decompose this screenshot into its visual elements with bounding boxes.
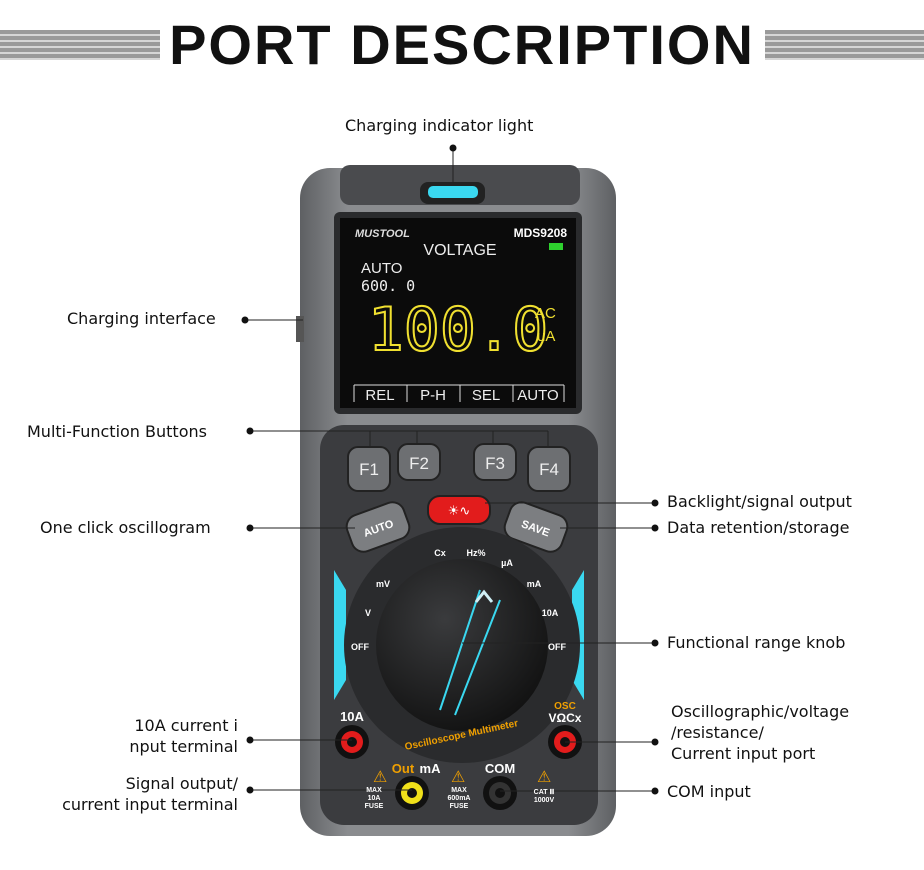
charging-indicator-light [428, 186, 478, 198]
fuse1-line3: FUSE [365, 803, 384, 810]
warning-icon: ⚠ [537, 767, 551, 786]
softkey-rel: REL [365, 387, 394, 404]
dial-ma: mA [527, 579, 542, 589]
model-number: MDS9208 [514, 226, 568, 240]
callout-osc-port-line2: /resistance/ [671, 723, 764, 742]
knob-pointer-icon [474, 589, 494, 603]
callout-signal-output-line1: Signal output/ [125, 774, 238, 793]
battery-icon [549, 243, 563, 250]
callout-backlight: Backlight/signal output [667, 492, 852, 511]
screen-unit-type: AC [535, 305, 556, 322]
f3-button[interactable] [473, 443, 517, 481]
dial-10a: 10A [542, 608, 559, 618]
fuse1-line2: 10A [368, 795, 381, 802]
charging-port [296, 316, 304, 342]
f2-button[interactable] [397, 443, 441, 481]
dial-cx: Cx [434, 548, 446, 558]
f4-label: F4 [539, 460, 559, 479]
softkey-auto: AUTO [517, 387, 558, 404]
f1-label: F1 [359, 460, 379, 479]
page-title: PORT DESCRIPTION [169, 13, 755, 76]
fuse2-line2: 600mA [448, 795, 471, 802]
callout-charging-light: Charging indicator light [345, 116, 534, 135]
callout-signal-output-line2: current input terminal [62, 795, 238, 814]
terminal-osc-label: VΩCx [549, 711, 582, 725]
f2-label: F2 [409, 454, 429, 473]
callout-range-knob: Functional range knob [667, 633, 846, 652]
screen-range-mode: AUTO [361, 260, 402, 277]
sun-wave-icon: ☀∿ [448, 504, 471, 519]
callout-multi-buttons: Multi-Function Buttons [27, 422, 207, 441]
auto-button[interactable] [343, 499, 412, 555]
callout-osc-port: Oscillographic/voltage /resistance/ Curr… [671, 701, 849, 764]
callout-10a-line1: 10A current i [134, 716, 238, 735]
callout-osc-port-line1: Oscillographic/voltage [671, 702, 850, 721]
terminal-osc-top-label: OSC [554, 701, 576, 712]
screen-mode: VOLTAGE [423, 242, 496, 259]
callout-10a-terminal: 10A current i nput terminal [100, 715, 238, 757]
dial-mv: mV [376, 579, 390, 589]
fuse2-line1: MAX [451, 787, 467, 794]
warning-icon: ⚠ [451, 767, 465, 786]
callout-oscillogram: One click oscillogram [40, 518, 211, 537]
dial-ua: µA [501, 558, 513, 568]
callout-com-input: COM input [667, 782, 751, 801]
screen-range: 600. 0 [361, 277, 415, 295]
softkey-ph: P-H [420, 387, 446, 404]
terminal-ma-label: mA [420, 761, 442, 776]
fuse1-line1: MAX [366, 787, 382, 794]
cat-line2: 1000V [534, 797, 555, 804]
brand-logo: MUSTOOL [355, 228, 410, 240]
screen-reading: 100.0 [368, 295, 549, 365]
callout-lines [245, 148, 655, 792]
terminal-10a-label: 10A [340, 709, 364, 724]
terminal-out-label: Out [392, 761, 415, 776]
title-decoration-left [0, 30, 160, 60]
screen-unit: uA [537, 328, 555, 345]
callout-osc-port-line3: Current input port [671, 744, 816, 763]
callout-dots [241, 144, 659, 795]
callout-10a-line2: nput terminal [129, 737, 238, 756]
f4-button[interactable] [527, 446, 571, 492]
callout-data-retention: Data retention/storage [667, 518, 850, 537]
dial-off-left: OFF [351, 642, 369, 652]
display-screen [340, 218, 576, 408]
dial-v: V [365, 608, 371, 618]
f1-button[interactable] [347, 446, 391, 492]
callout-signal-output: Signal output/ current input terminal [20, 773, 238, 815]
f3-label: F3 [485, 454, 505, 473]
warning-icon: ⚠ [373, 767, 387, 786]
terminal-com-label: COM [485, 761, 515, 776]
dial-off-right: OFF [548, 642, 566, 652]
backlight-button[interactable] [427, 495, 491, 525]
cat-line1: CAT Ⅲ [534, 788, 555, 796]
fuse2-line3: FUSE [450, 803, 469, 810]
softkey-sel: SEL [472, 387, 500, 404]
title-decoration-right [765, 30, 924, 60]
dial-hz: Hz% [466, 548, 485, 558]
callout-charging-interface: Charging interface [67, 309, 216, 328]
side-light-left [334, 570, 346, 700]
save-button[interactable] [501, 499, 570, 555]
